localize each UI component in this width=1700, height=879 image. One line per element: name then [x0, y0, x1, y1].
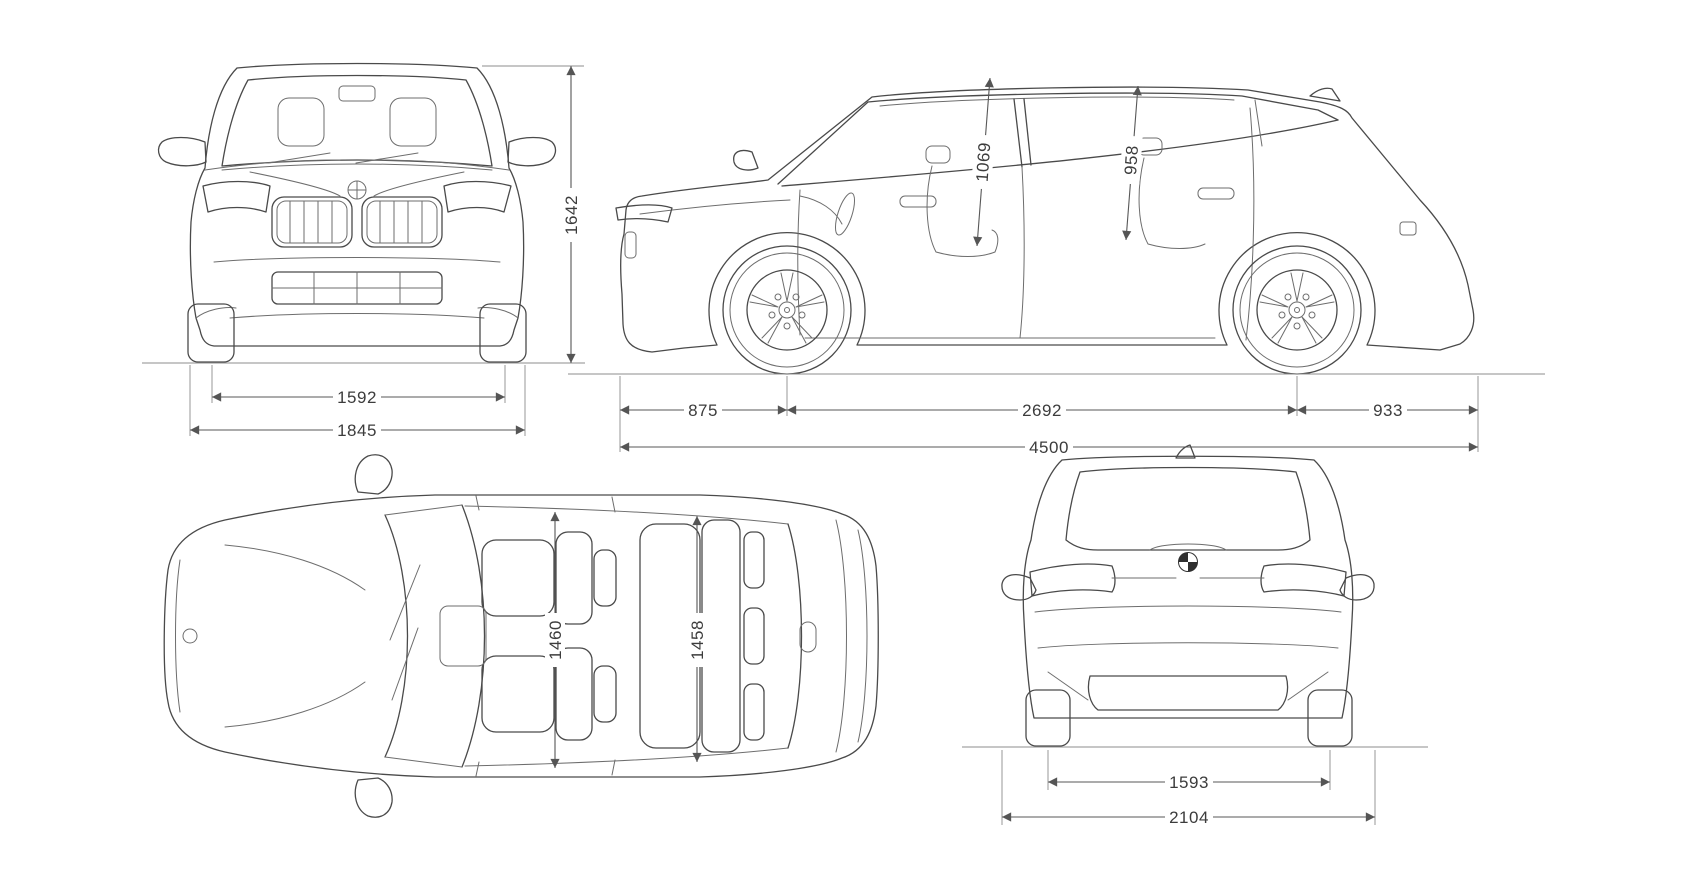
rear-tire-left	[1025, 689, 1071, 747]
shark-fin-antenna	[1309, 87, 1341, 102]
bmw-roundel-icon-top	[182, 628, 198, 644]
side-view-dimensions: 1069 958 875 2692 933	[619, 77, 1479, 457]
headrest-left	[277, 97, 325, 147]
dim-front-track-label: 1592	[337, 388, 377, 407]
bmw-roundel-icon	[347, 180, 367, 200]
dim-front-overhang-label: 875	[688, 401, 718, 420]
bmw-roundel-icon-rear	[1178, 552, 1198, 572]
door-handle-front	[899, 195, 937, 208]
front-view: 1592 1845 1642	[142, 62, 585, 440]
top-view-drawing	[163, 454, 879, 818]
dim-front-headroom-label: 1069	[973, 142, 995, 183]
taillight-left	[1029, 563, 1116, 597]
dim-cabin-width-rear-label: 1458	[688, 620, 707, 660]
dim-rear-overhang-label: 933	[1373, 401, 1403, 420]
rear-mirror-left	[1001, 573, 1037, 601]
dim-cabin-width-front-label: 1460	[546, 620, 565, 660]
rearview-mirror	[338, 85, 376, 102]
headlight-side	[615, 204, 673, 223]
center-console	[439, 605, 487, 667]
top-mirror-left	[354, 454, 393, 495]
dim-length-label: 4500	[1029, 438, 1069, 457]
rear-view-dimensions: 1593 2104	[1001, 750, 1376, 827]
front-view-dimensions: 1592 1845 1642	[189, 65, 584, 440]
door-handle-rear	[1197, 187, 1235, 200]
dim-rear-track-label: 1593	[1169, 773, 1209, 792]
shark-fin-antenna-rear	[1175, 444, 1196, 459]
front-tire-right	[479, 303, 527, 363]
dim-width-mirrors-label: 2104	[1169, 808, 1209, 827]
side-view: 1069 958 875 2692 933	[568, 77, 1545, 457]
top-view: 1460 1458	[163, 454, 879, 818]
front-wheel	[722, 245, 852, 375]
headrest-right	[389, 97, 437, 147]
dim-rear-headroom-label: 958	[1121, 144, 1142, 175]
dim-front-width-label: 1845	[337, 421, 377, 440]
headlight-left	[202, 180, 271, 213]
rear-tire-right	[1307, 689, 1353, 747]
fuel-filler-cap	[1399, 221, 1417, 236]
rear-mirror-right	[1339, 573, 1375, 601]
headlight-right	[443, 180, 512, 213]
side-view-drawing	[568, 86, 1545, 375]
top-mirror-right	[354, 777, 393, 818]
side-mirror	[733, 149, 759, 171]
kidney-grille	[271, 196, 443, 248]
rear-wheel	[1232, 245, 1362, 375]
taillight-right	[1260, 563, 1347, 597]
dim-wheelbase-label: 2692	[1022, 401, 1062, 420]
top-view-dimensions: 1460 1458	[545, 512, 707, 768]
dim-height-label: 1642	[562, 195, 581, 235]
rear-view-drawing	[962, 444, 1428, 748]
rear-view: 1593 2104	[962, 444, 1428, 827]
shark-fin-antenna-top	[799, 621, 817, 653]
mirror-left	[157, 136, 207, 167]
mirror-right	[507, 136, 557, 167]
front-tire-left	[187, 303, 235, 363]
interior-hints	[799, 137, 1206, 257]
front-view-drawing	[142, 62, 585, 364]
